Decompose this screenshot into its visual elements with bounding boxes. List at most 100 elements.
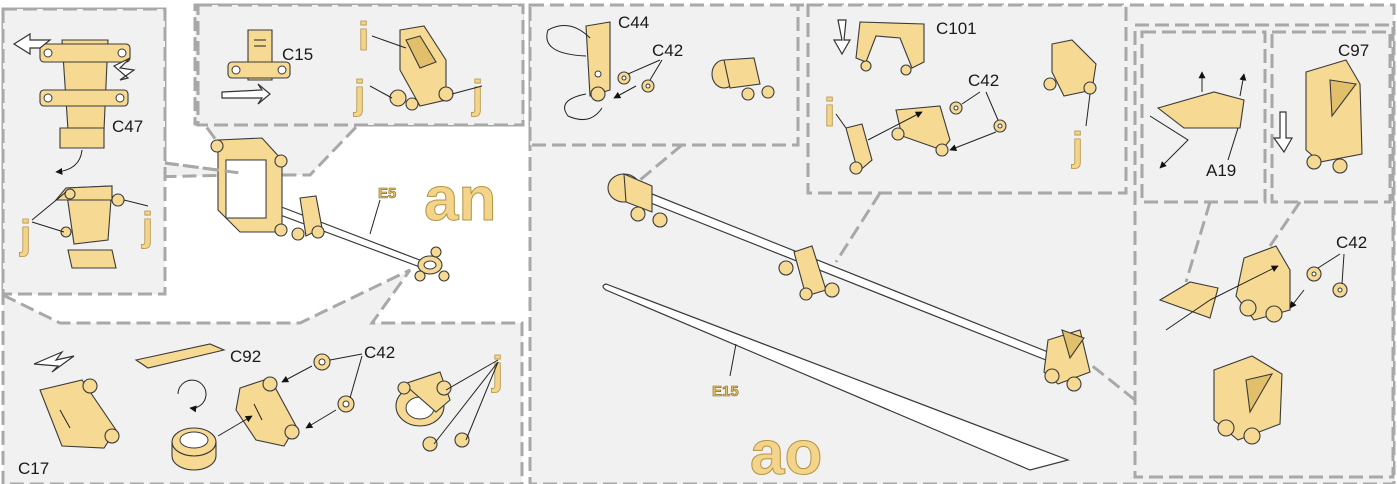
leader-j6 xyxy=(445,359,499,391)
leader-e5 xyxy=(369,199,381,235)
clamp-c15-assembled xyxy=(291,195,325,241)
down-arrow-icon xyxy=(832,19,852,56)
washers-c42-an xyxy=(313,353,355,413)
part-a19-assembled xyxy=(1158,281,1219,331)
leader-j7 xyxy=(465,361,499,441)
rod-e15-label: E15 xyxy=(712,383,739,400)
callout-c101 xyxy=(834,192,882,263)
leader-j5 xyxy=(451,85,483,95)
leader-j4 xyxy=(369,85,393,99)
callout-c97-sub xyxy=(1268,201,1302,247)
zigzag-icon-lower xyxy=(33,350,75,373)
down-arrow-a19 xyxy=(1149,115,1189,169)
part-c97 xyxy=(1305,59,1363,174)
part-clamp-lower xyxy=(395,371,470,452)
leader-c42-d xyxy=(649,59,663,81)
arrow-c101-1 xyxy=(867,111,923,141)
section-an-label: an xyxy=(424,165,496,234)
fold-arrow xyxy=(55,149,83,175)
part-c47-folded xyxy=(54,185,125,269)
marker-i-c101: i xyxy=(824,91,835,135)
zigzag-arrow-icon xyxy=(112,57,136,81)
washers-c42-c44 xyxy=(617,71,655,93)
label-a19: A19 xyxy=(1206,161,1236,180)
part-clamp-c101 xyxy=(1043,39,1097,97)
leader-j1 xyxy=(31,191,67,221)
leader-c42-e xyxy=(961,91,981,105)
part-clamp-j xyxy=(389,25,454,111)
leader-c42-c xyxy=(627,59,661,75)
arrow-c101-2 xyxy=(949,131,997,151)
bracket-c47-assembled xyxy=(210,137,288,237)
leader-i2 xyxy=(835,113,847,129)
part-c44 xyxy=(585,21,611,102)
marker-j-c47-left: j xyxy=(19,213,31,257)
arrow-a19 xyxy=(1209,265,1279,301)
washers-c42-c101 xyxy=(949,101,1007,133)
part-c97-assembled xyxy=(1043,329,1091,392)
label-c97: C97 xyxy=(1338,41,1369,60)
part-c97-final xyxy=(1213,355,1283,445)
label-c47: C47 xyxy=(112,117,143,136)
part-c97-assembled-detail xyxy=(1235,245,1291,323)
ring-end-assembled xyxy=(414,246,450,282)
marker-j-c15-left: j xyxy=(353,73,365,117)
clamp-mid-assembled xyxy=(778,245,840,301)
leader-j9 xyxy=(1085,93,1091,127)
part-small-clamp-c101 xyxy=(845,123,873,175)
part-bracket-lower xyxy=(235,376,300,447)
rotate-arrow-icon xyxy=(177,379,207,413)
leader-c42-a xyxy=(329,353,363,361)
leader-j3 xyxy=(123,199,149,207)
label-c42-right: C42 xyxy=(1336,233,1367,252)
label-c44: C44 xyxy=(618,13,649,32)
label-c17: C17 xyxy=(18,459,49,478)
marker-j-c47-right: j xyxy=(141,205,153,249)
leader-j2 xyxy=(31,221,65,233)
part-c44-sleeve xyxy=(711,57,775,101)
part-a19 xyxy=(1156,91,1245,129)
bend-arrow-icon xyxy=(546,25,591,57)
callout-c97 xyxy=(1089,362,1136,402)
marker-j-c101: j xyxy=(1071,125,1083,169)
callout-a19 xyxy=(1184,201,1212,283)
marker-j-c15-right: j xyxy=(471,73,483,117)
down-arrow-c97 xyxy=(1272,111,1294,154)
leader-c42-b xyxy=(349,355,363,399)
part-c92 xyxy=(134,343,226,369)
leader-j8 xyxy=(433,361,499,445)
part-c17 xyxy=(39,378,120,449)
label-c92: C92 xyxy=(230,347,261,366)
twist-arrow-icon xyxy=(564,93,603,121)
leader-c42-f xyxy=(985,91,999,121)
arrow-washer-1 xyxy=(281,365,313,383)
arrow-c42-right xyxy=(1289,289,1305,309)
section-ao-label: ao xyxy=(750,419,822,484)
arrow-c44-washer xyxy=(613,85,637,99)
rod-e15 xyxy=(602,283,1070,471)
leader-e15 xyxy=(729,343,737,377)
up-arrow-b xyxy=(1239,73,1247,97)
arrow-washer-2 xyxy=(305,409,337,429)
part-c101-bar xyxy=(891,105,951,157)
label-c42-an: C42 xyxy=(364,343,395,362)
callout-c44 xyxy=(639,143,683,182)
marker-i-c15: i xyxy=(358,15,369,59)
part-c44-assembled xyxy=(607,173,668,228)
marker-j-lower: j xyxy=(491,349,503,393)
leader-i1 xyxy=(371,35,407,49)
leader-c42-h xyxy=(1341,253,1345,285)
part-ring xyxy=(171,427,217,471)
washers-c42-right xyxy=(1306,266,1348,298)
part-c101 xyxy=(855,21,925,76)
part-c47 xyxy=(39,39,131,149)
label-c42-c44: C42 xyxy=(652,41,683,60)
callout-c47 xyxy=(164,161,241,175)
label-c42-c101: C42 xyxy=(968,71,999,90)
rod-e5-label: E5 xyxy=(378,185,396,202)
part-c15 xyxy=(227,29,291,81)
flip-arrow-icon xyxy=(221,83,271,105)
arrow-left-icon xyxy=(12,32,52,56)
